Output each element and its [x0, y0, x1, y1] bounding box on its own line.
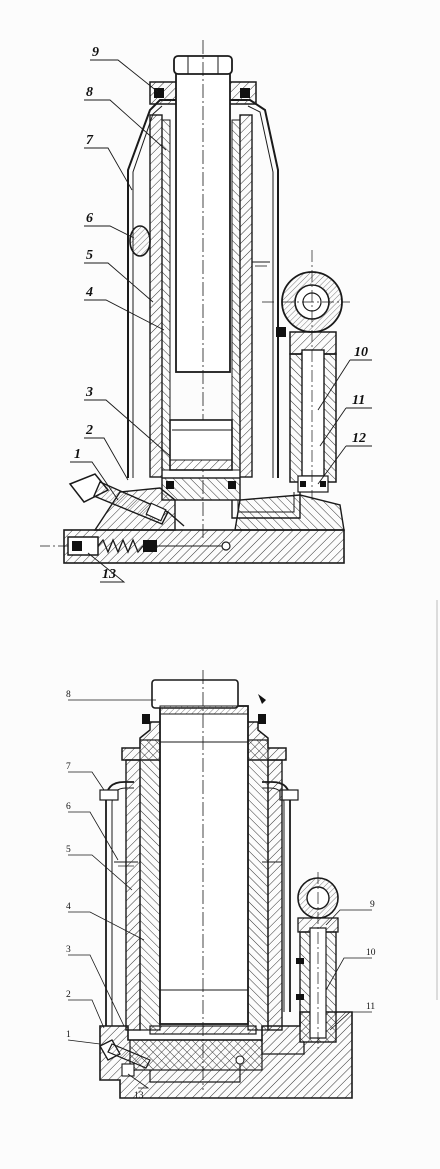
bottom-clamp-right	[279, 789, 299, 801]
bottom-label-2: 2	[66, 990, 71, 1000]
bottom-release-valve	[99, 1039, 151, 1077]
bottom-label-3: 3	[66, 945, 71, 955]
top-label-6: 6	[86, 211, 93, 226]
top-labels: 9 8 7 6 5 4 3 2 1 10 11 12 13	[74, 45, 368, 582]
top-pump-plunger	[301, 349, 325, 477]
top-label-3: 3	[85, 385, 93, 400]
top-label-7: 7	[86, 133, 94, 148]
bottom-cylinder-left	[125, 759, 141, 1031]
top-sleeve-right	[231, 119, 241, 471]
bottom-label-10: 10	[366, 948, 376, 958]
bottom-label-8: 8	[66, 690, 71, 700]
top-reservoir-shell-inner	[132, 105, 163, 478]
top-cylinder-left-wall	[149, 114, 163, 478]
top-oil-plug	[129, 225, 151, 257]
bottom-label-13: 13	[134, 1091, 144, 1101]
top-cylinder-right-wall	[239, 114, 253, 478]
top-label-11: 11	[352, 393, 365, 408]
top-label-9: 9	[92, 45, 99, 60]
bottom-label-4: 4	[66, 902, 71, 912]
top-jack-drawing: 9 8 7 6 5 4 3 2 1 10 11 12 13	[40, 40, 372, 583]
top-label-5: 5	[86, 248, 93, 263]
top-leader-lines	[70, 59, 372, 583]
bottom-cylinder-right	[267, 759, 283, 1031]
top-sleeve-left	[161, 119, 171, 471]
bottom-jack-drawing: 8 7 6 5 4 3 2 1 13 9 10 11	[66, 670, 376, 1101]
top-label-1: 1	[74, 447, 81, 462]
top-label-4: 4	[85, 285, 93, 300]
bottom-clamp-left	[99, 789, 119, 801]
bottom-labels: 8 7 6 5 4 3 2 1 13 9 10 11	[66, 690, 376, 1101]
bottom-oil-passage	[261, 1040, 305, 1055]
top-label-2: 2	[85, 423, 93, 438]
bottom-ram-head	[151, 679, 239, 709]
bottom-leader-lines	[67, 699, 372, 1089]
bottom-label-5: 5	[66, 845, 71, 855]
top-label-12: 12	[352, 431, 366, 446]
top-check-valve	[67, 536, 231, 556]
top-oil-passage	[231, 492, 301, 519]
bottom-label-9: 9	[370, 900, 375, 910]
top-label-13: 13	[102, 567, 116, 582]
bottom-label-6: 6	[66, 802, 71, 812]
bottom-ram	[159, 705, 249, 1025]
bottom-label-7: 7	[66, 762, 71, 772]
bottom-label-1: 1	[66, 1030, 71, 1040]
bottom-label-11: 11	[366, 1002, 375, 1012]
bottom-sleeve-left	[139, 739, 161, 1031]
top-label-10: 10	[354, 345, 368, 360]
bottom-sleeve-right	[247, 739, 269, 1031]
top-reservoir-shell-inner-r	[247, 105, 274, 478]
top-label-8: 8	[86, 85, 93, 100]
